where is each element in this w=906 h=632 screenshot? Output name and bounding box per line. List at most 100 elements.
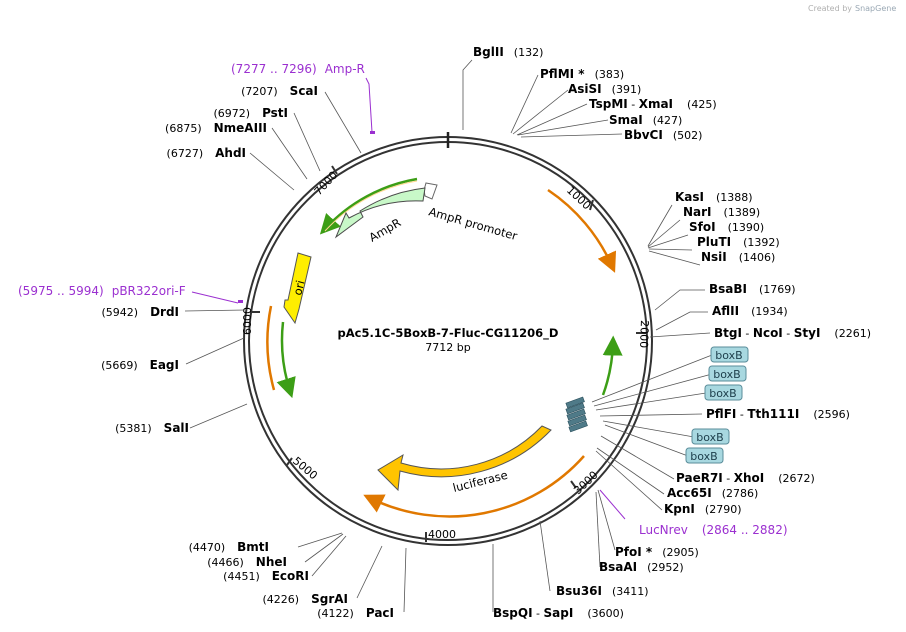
site-pos: (1392) bbox=[743, 236, 780, 249]
site-name: StyI bbox=[794, 326, 821, 340]
site-acc65i[interactable]: Acc65I (2786) bbox=[667, 486, 758, 500]
boxb-label: boxB bbox=[690, 450, 717, 463]
site-name: XmaI bbox=[639, 97, 673, 111]
site-btgi-ncoi-styi[interactable]: BtgI - NcoI - StyI(2261) bbox=[714, 326, 871, 340]
site-name: PfoI * bbox=[615, 545, 653, 559]
boxb-4[interactable]: boxB bbox=[691, 428, 730, 445]
site-paci[interactable]: (4122)PacI bbox=[317, 606, 394, 620]
boxb-blocks bbox=[565, 396, 588, 433]
site-pos: (2786) bbox=[722, 487, 759, 500]
site-name: NsiI bbox=[701, 250, 727, 264]
site-pos: (391) bbox=[612, 83, 642, 96]
site-pos: (3411) bbox=[612, 585, 649, 598]
orf-arc-ampr bbox=[319, 177, 418, 235]
site-scai[interactable]: (7207)ScaI bbox=[241, 84, 318, 98]
site-name: EcoRI bbox=[272, 569, 309, 583]
site-sep: - bbox=[783, 327, 794, 340]
site-psti[interactable]: (6972)PstI bbox=[213, 106, 288, 120]
primer-name: Amp-R bbox=[325, 62, 365, 76]
site-bsabi[interactable]: BsaBI(1769) bbox=[709, 282, 796, 296]
site-name: DrdI bbox=[150, 305, 179, 319]
orf-arc-right bbox=[601, 335, 623, 396]
site-name: NarI bbox=[683, 205, 712, 219]
tick-label-1000: 1000 bbox=[564, 184, 593, 213]
site-bsaai[interactable]: BsaAI(2952) bbox=[599, 560, 684, 574]
boxb-2[interactable]: boxB bbox=[708, 365, 747, 382]
site-smai[interactable]: SmaI (427) bbox=[609, 113, 682, 127]
site-name: Bsu36I bbox=[556, 584, 602, 598]
boxb-5[interactable]: boxB bbox=[685, 447, 724, 464]
site-eagi[interactable]: (5669)EagI bbox=[101, 358, 179, 372]
primer-lucnrev[interactable]: LucNrev(2864 .. 2882) bbox=[639, 523, 788, 537]
site-pflmi[interactable]: PflMI *(383) bbox=[540, 67, 624, 81]
site-sep: - bbox=[723, 472, 734, 485]
boxb-box bbox=[708, 365, 747, 382]
boxb-label: boxB bbox=[715, 349, 742, 362]
site-sep: - bbox=[736, 408, 747, 421]
site-sep: - bbox=[628, 98, 639, 111]
site-name: AhdI bbox=[215, 146, 246, 160]
boxb-box bbox=[685, 447, 724, 464]
site-name: PaeR7I bbox=[676, 471, 723, 485]
site-sali[interactable]: (5381)SalI bbox=[115, 421, 189, 435]
site-sgrai[interactable]: (4226)SgrAI bbox=[263, 592, 348, 606]
site-name: SgrAI bbox=[311, 592, 348, 606]
site-name: AflII bbox=[712, 304, 739, 318]
tick-mark-3000 bbox=[570, 480, 577, 489]
site-name: BbvCI bbox=[624, 128, 663, 142]
site-pos: (425) bbox=[687, 98, 717, 111]
ampr-feature bbox=[334, 187, 426, 239]
site-pflfi-tth111i[interactable]: PflFI - Tth111I(2596) bbox=[706, 407, 850, 421]
site-pfoi[interactable]: PfoI * (2905) bbox=[615, 545, 699, 559]
site-name: Acc65I bbox=[667, 486, 712, 500]
site-pos: (2905) bbox=[662, 546, 699, 559]
primer-amp-r[interactable]: (7277 .. 7296)Amp-R bbox=[231, 62, 365, 76]
site-sfoi[interactable]: SfoI (1390) bbox=[689, 220, 764, 234]
site-pos: (4451) bbox=[223, 570, 260, 583]
site-drdi[interactable]: (5942)DrdI bbox=[101, 305, 179, 319]
site-name: EagI bbox=[150, 358, 179, 372]
site-bspqi-sapi[interactable]: BspQI - SapI(3600) bbox=[493, 606, 624, 620]
tick-mark-5000 bbox=[286, 457, 293, 466]
site-nhei[interactable]: (4466)NheI bbox=[207, 555, 287, 569]
site-pos: (1406) bbox=[739, 251, 776, 264]
site-bbvci[interactable]: BbvCI(502) bbox=[624, 128, 702, 142]
site-pos: (4466) bbox=[207, 556, 244, 569]
boxb-box bbox=[704, 384, 743, 401]
site-ahdi[interactable]: (6727)AhdI bbox=[167, 146, 246, 160]
site-pos: (383) bbox=[595, 68, 625, 81]
site-pos: (1390) bbox=[728, 221, 765, 234]
site-aflii[interactable]: AflII(1934) bbox=[712, 304, 788, 318]
boxb-label: boxB bbox=[696, 431, 723, 444]
plasmid-length: 7712 bp bbox=[425, 341, 470, 354]
site-name: BspQI bbox=[493, 606, 533, 620]
site-bglii[interactable]: BglII(132) bbox=[473, 45, 543, 59]
site-ecori[interactable]: (4451) EcoRI bbox=[223, 569, 309, 583]
ampr-label: AmpR bbox=[367, 215, 404, 244]
boxb-3[interactable]: boxB bbox=[704, 384, 743, 401]
site-name: SfoI bbox=[689, 220, 716, 234]
luciferase-feature bbox=[377, 425, 552, 492]
site-tspmi-xmai[interactable]: TspMI - XmaI(425) bbox=[589, 97, 717, 111]
tick-mark-7000 bbox=[331, 165, 338, 175]
site-paer7i-xhoi[interactable]: PaeR7I - XhoI(2672) bbox=[676, 471, 815, 485]
site-nsii[interactable]: NsiI (1406) bbox=[701, 250, 775, 264]
site-name: BsaBI bbox=[709, 282, 747, 296]
primer-pbr322ori-f[interactable]: (5975 .. 5994)pBR322ori-F bbox=[18, 284, 186, 298]
site-nmeaiii[interactable]: (6875)NmeAIII bbox=[165, 121, 267, 135]
site-pluti[interactable]: PluTI(1392) bbox=[697, 235, 780, 249]
primer-leaders bbox=[191, 77, 626, 520]
site-asisi[interactable]: AsiSI(391) bbox=[568, 82, 641, 96]
site-kpni[interactable]: KpnI(2790) bbox=[664, 502, 741, 516]
site-nari[interactable]: NarI(1389) bbox=[683, 205, 760, 219]
site-bsu36i[interactable]: Bsu36I (3411) bbox=[556, 584, 649, 598]
boxb-1[interactable]: boxB bbox=[710, 346, 749, 363]
site-bmti[interactable]: (4470)BmtI bbox=[189, 540, 269, 554]
site-sep: - bbox=[742, 327, 753, 340]
site-pos: (427) bbox=[653, 114, 683, 127]
site-kasi[interactable]: KasI(1388) bbox=[675, 190, 753, 204]
site-sep: - bbox=[533, 607, 544, 620]
site-name: SmaI bbox=[609, 113, 643, 127]
site-name: NcoI bbox=[753, 326, 783, 340]
